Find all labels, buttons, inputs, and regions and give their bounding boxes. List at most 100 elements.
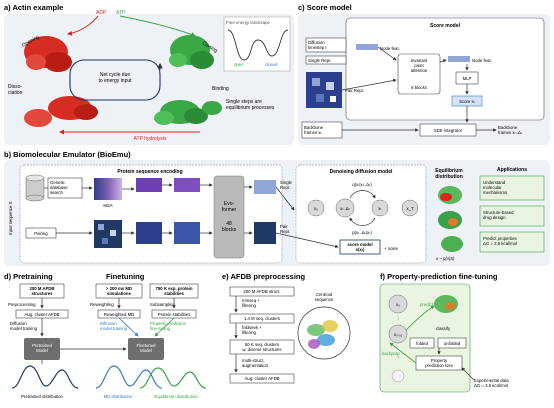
energy-landscape-box <box>223 16 291 72</box>
score-model-box <box>345 17 545 121</box>
denoising-box <box>295 164 427 264</box>
protein-encoding-title: Protein sequence encoding <box>117 169 182 175</box>
centroid-cluster <box>307 320 338 349</box>
pairing-grid <box>94 220 122 248</box>
e-s1: 200 M AFDB struct. <box>243 289 280 294</box>
protein-green-bottom <box>154 100 222 125</box>
panel-a-title: a) Actin example <box>4 3 63 12</box>
landscape-curve <box>227 29 289 61</box>
atp-arrow <box>119 15 196 37</box>
database-icon <box>25 174 45 202</box>
f-backprop: backprop <box>382 351 400 356</box>
protein-red-bottom <box>24 96 98 127</box>
mlp-label: MLP <box>463 76 472 81</box>
panel-d-title: d) Pretraining <box>4 272 53 281</box>
node-feat-bar-1 <box>356 44 378 50</box>
f-xt: x₀.₀₁ <box>394 332 403 337</box>
panel-c-title: c) Score model <box>298 3 352 12</box>
single-repr-c: Single Repr. <box>308 58 331 63</box>
subsampling-label: Subsampling <box>150 302 175 307</box>
panel-a: a) Actin example ADP ATP <box>4 3 294 145</box>
reweighting-label: Reweighting <box>90 302 114 307</box>
score-model-title: Score model <box>430 23 461 29</box>
f-protein <box>434 295 458 313</box>
xt-node <box>371 199 389 217</box>
f-dots: ⋮ <box>396 316 400 321</box>
evoformer-block <box>213 175 245 259</box>
msa-embed-1 <box>136 178 162 192</box>
node-feat-1: Node feat. <box>380 46 400 51</box>
atp-hydrolysis-label: ATP hydrolysis <box>134 136 167 142</box>
pair-repr-grid-c <box>306 72 342 108</box>
diffusion-timestep-box <box>305 37 347 53</box>
single-repr-box <box>305 55 347 65</box>
eq-dist-curve <box>139 367 207 389</box>
e-s2: 1.4 M seq. clusters <box>244 316 280 321</box>
evoformer-label: Evo-former <box>222 201 237 213</box>
x0-label: x₀ <box>314 206 318 211</box>
panel-e-title: e) AFDB preprocessing <box>222 272 305 281</box>
xt-dt-node <box>335 198 355 218</box>
panel-b-title: b) Biomolecular Emulator (BioEmu) <box>4 150 131 159</box>
f-xT-node <box>391 369 405 383</box>
msa-embed-2 <box>174 178 200 192</box>
node-feat-2: Node feat. <box>472 58 492 63</box>
e-multi: multi-struct.augmentation <box>242 358 269 368</box>
input-sequence-label: Input sequence S <box>8 201 13 235</box>
atp-label: ATP <box>116 10 126 16</box>
f-classify: classify <box>436 326 451 331</box>
f-folded: folded <box>416 341 428 346</box>
xT-node <box>401 199 419 217</box>
e-s4-box <box>229 373 295 384</box>
app-box-2 <box>479 231 545 253</box>
eq-dist-label: Equilibrium distribution <box>154 394 198 399</box>
xt-label: xₜ <box>378 206 381 211</box>
panel-e: e) AFDB preprocessing 200 M AFDB struct.… <box>222 272 351 384</box>
sde-label: SDE integrator <box>434 128 463 133</box>
eq-formula: x ~ p(x|S) <box>435 256 455 261</box>
reweighted-md-label: Reweighted MD <box>104 312 135 317</box>
finetuned-model-box <box>128 338 164 360</box>
panel-f: f) Property-prediction fine-tuning x₀ x₀… <box>379 272 509 393</box>
binding-label: Binding <box>212 86 229 92</box>
cycle-loop <box>69 59 161 101</box>
pair-embed-2 <box>174 222 200 244</box>
x0-node <box>307 199 325 217</box>
q-label: q(xₜ|xₜ₋Δₜ) <box>352 182 372 187</box>
protein-stab-label: Protein stabilities <box>158 312 190 317</box>
landscape-title: Free energy landscape <box>226 20 271 25</box>
score-label: Score sₜ <box>459 99 475 104</box>
adp-arrow <box>67 15 99 36</box>
e-s3-box <box>229 339 295 355</box>
pair-repr-b-block <box>254 222 276 244</box>
pair-repr-c: Pair Repr. <box>345 88 364 93</box>
centroid-circle <box>297 306 351 360</box>
f-x0-node <box>388 294 408 314</box>
protein-green-top <box>169 35 214 69</box>
blocks-label: 8 blocks <box>411 85 427 90</box>
app-box-1 <box>479 205 545 227</box>
md-dist-curve <box>95 365 163 389</box>
protein-red-top <box>24 36 72 72</box>
panel-f-title: f) Property-prediction fine-tuning <box>380 272 498 281</box>
e-foldseek: foldseek +filtering <box>242 325 262 335</box>
pretrained-model-box <box>24 338 60 360</box>
f-predict: predict <box>420 302 434 307</box>
applications-title: Applications <box>497 167 527 173</box>
denoising-title: Denoising diffusion model <box>330 169 393 175</box>
f-unfolded: unfolded <box>444 341 461 346</box>
